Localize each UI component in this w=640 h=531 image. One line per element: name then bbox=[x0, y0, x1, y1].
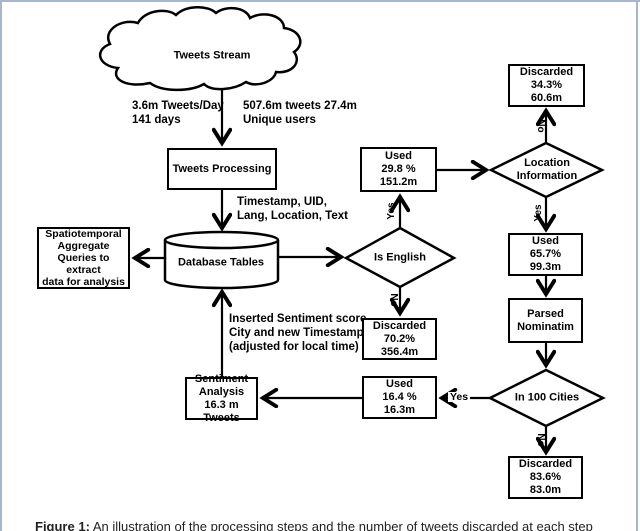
discarded-english-line3: 356.4m bbox=[380, 345, 419, 358]
fields-label-line2: Lang, Location, Text bbox=[237, 210, 348, 222]
node-tweets-processing: Tweets Processing bbox=[167, 148, 277, 190]
spatiotemporal-line3: Queries to extract bbox=[57, 252, 110, 276]
discarded-location-line3: 60.6m bbox=[530, 92, 563, 104]
figure-caption-prefix: Figure 1: bbox=[35, 519, 90, 531]
fields-label-line1: Timestamp, UID, bbox=[237, 196, 327, 208]
frame-top-border bbox=[0, 0, 640, 2]
branch-label-no-english: No bbox=[388, 293, 399, 307]
sentiment-analysis-line1: Sentiment bbox=[194, 372, 249, 385]
branch-label-yes-english: Yes bbox=[386, 202, 397, 220]
sentiment-analysis-line3: 16.3 m Tweets bbox=[203, 398, 240, 424]
used-cities-line1: Used bbox=[386, 378, 413, 390]
sentiment-analysis-line2: Analysis bbox=[198, 385, 245, 398]
spatiotemporal-line1: Spatiotemporal bbox=[45, 228, 122, 240]
node-used-english: Used 29.8 % 151.2m bbox=[360, 147, 437, 192]
cloud-label: Tweets Stream bbox=[173, 49, 251, 62]
database-cylinder-shape bbox=[163, 230, 280, 290]
in-100-cities-label: In 100 Cities bbox=[514, 391, 580, 404]
branch-label-no-cities: No bbox=[535, 433, 546, 447]
figure-caption: Figure 1: An illustration of the process… bbox=[35, 519, 605, 531]
discarded-english-line2: 70.2% bbox=[383, 332, 416, 345]
rate-label: 3.6m Tweets/Day 141 days bbox=[132, 99, 224, 127]
frame-right-border bbox=[636, 0, 638, 531]
node-used-cities: Used 16.4 % 16.3m bbox=[362, 376, 437, 419]
discarded-cities-line3: 83.0m bbox=[529, 484, 562, 496]
volume-label-line2: Unique users bbox=[243, 114, 316, 126]
figure-caption-text: An illustration of the processing steps … bbox=[92, 519, 593, 531]
database-tables-label: Database Tables bbox=[177, 256, 265, 269]
used-english-line3: 151.2m bbox=[379, 176, 418, 188]
inserted-label: Inserted Sentiment score, City and new T… bbox=[229, 312, 370, 354]
cloud-shape bbox=[98, 6, 302, 92]
diamond-location-information bbox=[488, 141, 605, 199]
flow-arrows bbox=[135, 88, 546, 452]
location-information-line1: Location bbox=[524, 157, 570, 169]
discarded-english-line1: Discarded bbox=[372, 319, 427, 332]
used-location-line2: 65.7% bbox=[529, 248, 562, 260]
diamond-in-100-cities bbox=[487, 368, 606, 428]
is-english-label: Is English bbox=[374, 251, 426, 264]
frame-left-border bbox=[0, 0, 2, 531]
inserted-label-line3: (adjusted for local time) bbox=[229, 341, 359, 353]
inserted-label-line2: City and new Timestamp bbox=[229, 327, 364, 339]
discarded-location-line2: 34.3% bbox=[530, 79, 563, 91]
node-spatiotemporal-queries: Spatiotemporal Aggregate Queries to extr… bbox=[37, 227, 130, 289]
branch-label-yes-location: Yes bbox=[533, 204, 544, 222]
used-cities-line2: 16.4 % bbox=[382, 391, 417, 403]
rate-label-line1: 3.6m Tweets/Day bbox=[132, 100, 224, 112]
node-discarded-english: Discarded 70.2% 356.4m bbox=[362, 318, 437, 360]
node-discarded-cities: Discarded 83.6% 83.0m bbox=[508, 456, 583, 499]
fields-label: Timestamp, UID, Lang, Location, Text bbox=[237, 195, 348, 223]
rate-label-line2: 141 days bbox=[132, 114, 181, 126]
discarded-location-line1: Discarded bbox=[519, 66, 574, 78]
inserted-label-line1: Inserted Sentiment score, bbox=[229, 313, 370, 325]
used-location-line3: 99.3m bbox=[529, 261, 562, 273]
volume-label-line1: 507.6m tweets 27.4m bbox=[243, 100, 357, 112]
parsed-nominatim-line2: Nominatim bbox=[517, 320, 574, 333]
volume-label: 507.6m tweets 27.4m Unique users bbox=[243, 99, 357, 127]
parsed-nominatim-line1: Parsed bbox=[527, 307, 564, 320]
location-information-line2: Information bbox=[516, 170, 578, 182]
node-used-location: Used 65.7% 99.3m bbox=[508, 233, 583, 276]
spatiotemporal-line2: Aggregate bbox=[57, 240, 110, 252]
node-discarded-location: Discarded 34.3% 60.6m bbox=[508, 64, 585, 107]
used-english-line1: Used bbox=[385, 150, 412, 162]
node-parsed-nominatim: Parsed Nominatim bbox=[508, 298, 583, 343]
location-information-label: Location Information bbox=[517, 157, 578, 183]
used-cities-line3: 16.3m bbox=[383, 404, 416, 416]
discarded-cities-line1: Discarded bbox=[518, 458, 573, 470]
used-english-line2: 29.8 % bbox=[381, 163, 416, 175]
node-sentiment-analysis: Sentiment Analysis 16.3 m Tweets bbox=[185, 373, 258, 424]
branch-label-no-location: No bbox=[535, 119, 546, 133]
tweets-processing-label: Tweets Processing bbox=[172, 162, 272, 175]
branch-label-yes-cities: Yes bbox=[448, 391, 471, 403]
spatiotemporal-line4: data for analysis bbox=[42, 276, 125, 288]
discarded-cities-line2: 83.6% bbox=[529, 471, 562, 483]
used-location-line1: Used bbox=[532, 235, 559, 247]
